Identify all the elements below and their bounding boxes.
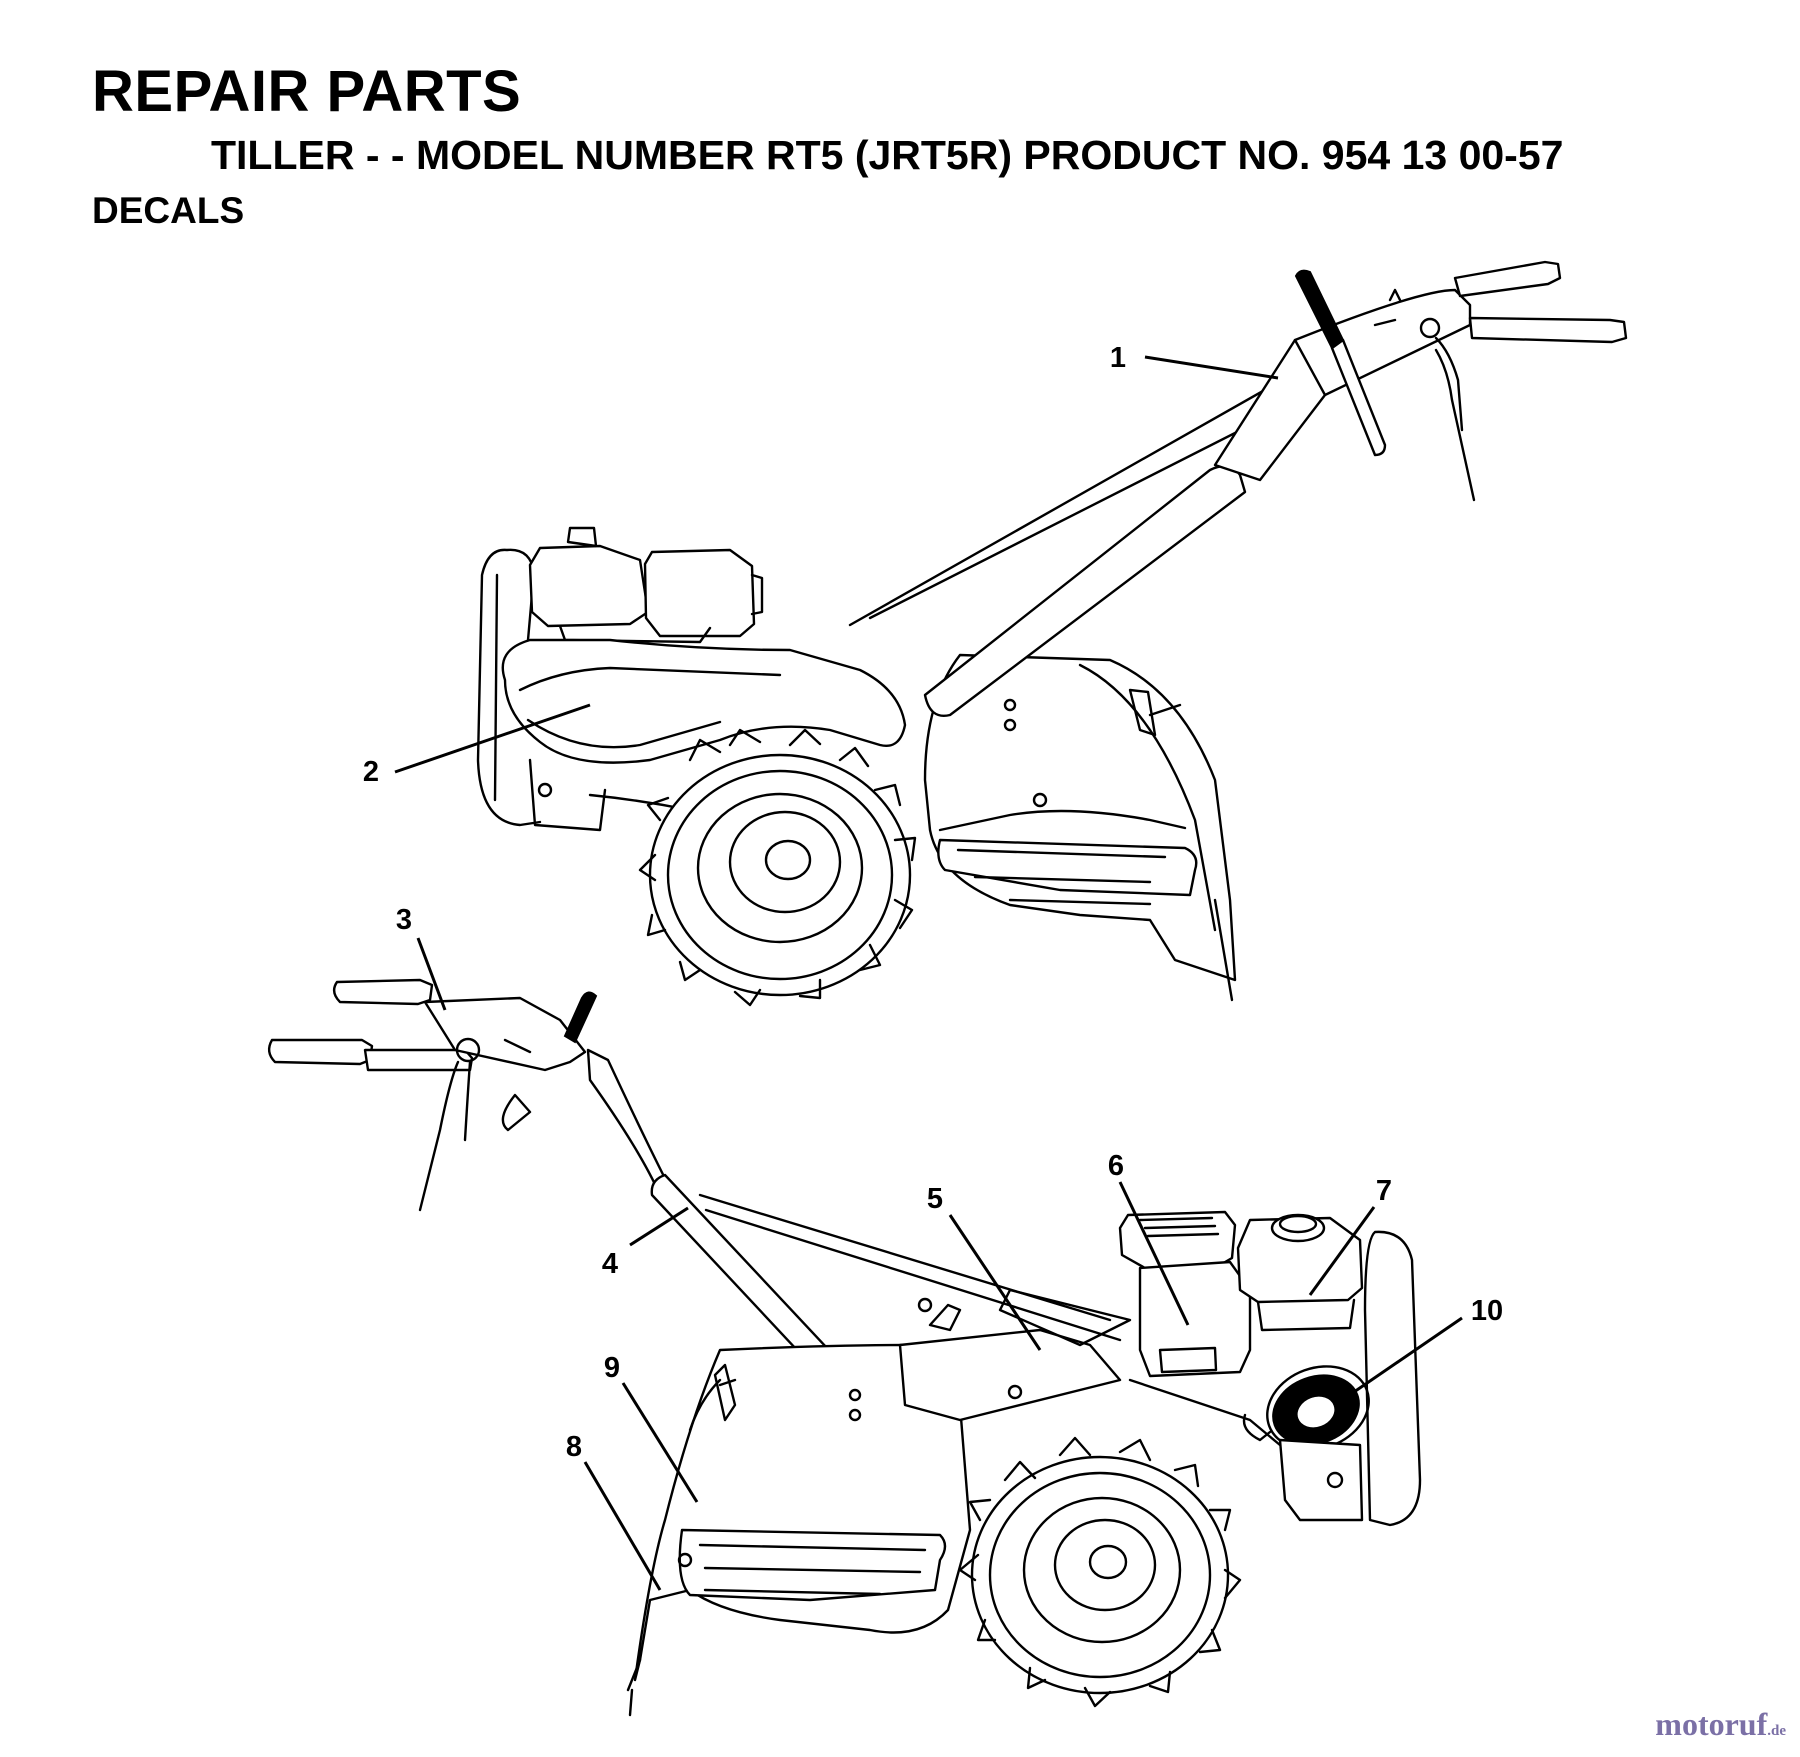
callout-4: 4 xyxy=(602,1248,618,1280)
leader-6 xyxy=(1118,1181,1190,1326)
watermark-logo: motoruf.de xyxy=(1655,1706,1786,1742)
leader-7 xyxy=(1308,1206,1376,1296)
callout-6: 6 xyxy=(1108,1150,1124,1182)
callout-9: 9 xyxy=(604,1352,620,1384)
leader-2 xyxy=(394,703,591,774)
bottom-engine-block xyxy=(1138,1260,1252,1378)
callout-10: 10 xyxy=(1471,1295,1503,1327)
callout-5: 5 xyxy=(927,1183,943,1215)
top-tine-shield xyxy=(923,653,1237,982)
top-clutch-grip xyxy=(1294,269,1345,350)
leader-10 xyxy=(1334,1316,1463,1407)
callout-7: 7 xyxy=(1376,1175,1392,1207)
page-title: REPAIR PARTS xyxy=(92,59,522,124)
bottom-frame-bar xyxy=(1363,1230,1422,1527)
leader-1 xyxy=(1144,355,1279,380)
leader-4 xyxy=(629,1206,689,1247)
top-belt-cover xyxy=(501,638,907,764)
model-subtitle: TILLER - - MODEL NUMBER RT5 (JRT5R) PROD… xyxy=(211,132,1564,178)
top-handlebar xyxy=(848,260,1628,717)
tiller-bottom-illustration: 3 4 5 6 7 8 9 10 xyxy=(267,904,1503,1717)
tiller-top-illustration: 1 2 xyxy=(363,260,1628,1007)
callout-3: 3 xyxy=(396,904,412,936)
callout-1: 1 xyxy=(1110,342,1126,374)
top-engine-tank xyxy=(528,544,650,628)
callout-2: 2 xyxy=(363,756,379,788)
leader-9 xyxy=(621,1382,699,1503)
bottom-wheel xyxy=(958,1436,1242,1708)
callout-8: 8 xyxy=(566,1431,582,1463)
bottom-handle-console xyxy=(423,996,587,1072)
bottom-clutch-grip xyxy=(563,991,598,1044)
top-engine-airfilter xyxy=(643,548,756,638)
section-heading: DECALS xyxy=(92,190,245,231)
leader-5 xyxy=(948,1214,1042,1351)
leader-8 xyxy=(583,1461,662,1591)
leader-3 xyxy=(416,937,447,1011)
top-wheel xyxy=(638,728,917,1007)
